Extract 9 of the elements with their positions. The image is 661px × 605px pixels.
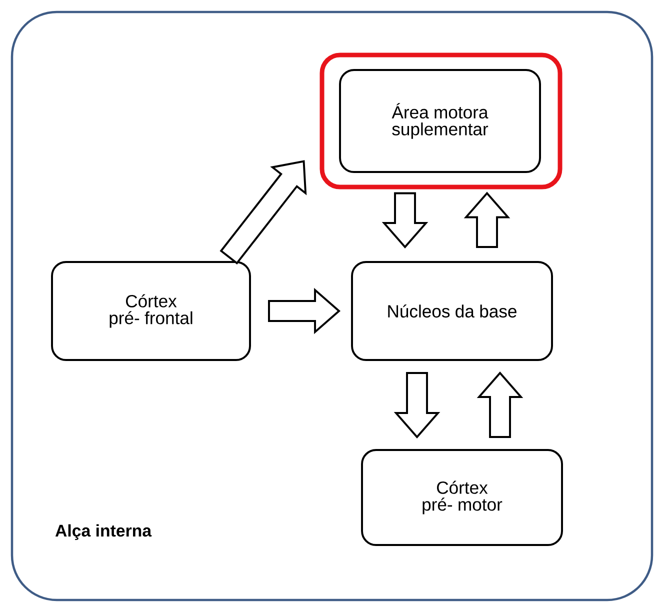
process-box: Córtex pré- motor xyxy=(361,449,563,546)
process-box: Área motora suplementar xyxy=(339,69,541,173)
block-arrow xyxy=(464,192,510,248)
block-arrow xyxy=(476,372,524,438)
block-arrow xyxy=(394,372,440,439)
process-box: Núcleos da base xyxy=(351,261,553,361)
process-box: Córtex pré- frontal xyxy=(51,261,251,361)
block-arrow xyxy=(268,288,341,334)
block-arrow xyxy=(382,192,428,249)
